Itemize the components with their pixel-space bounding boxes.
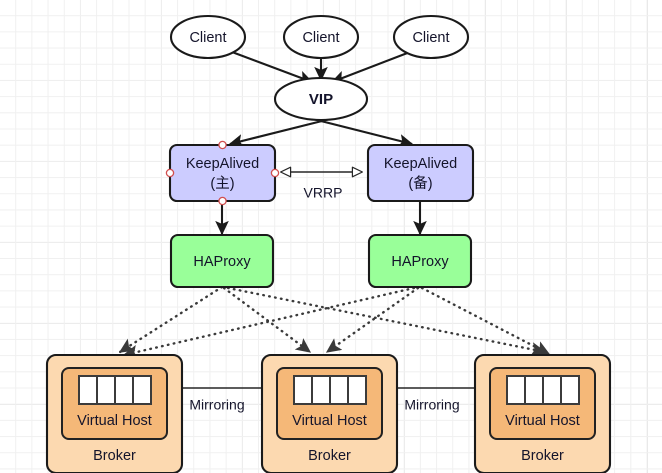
keepalived-master-label-line2: (主): [210, 175, 234, 192]
edge-vrrp: VRRP: [280, 166, 363, 201]
port-dot-keepalived-master-right[interactable]: [270, 168, 280, 178]
vip-label: VIP: [309, 91, 333, 108]
broker-3-virtual-host-label: Virtual Host: [505, 413, 580, 429]
client-2-label: Client: [302, 30, 339, 46]
edges-haproxy-to-brokers: [118, 285, 551, 359]
haproxy-right-label: HAProxy: [391, 254, 449, 270]
edges-mirroring: Mirroring Mirroring: [156, 382, 490, 413]
node-client-1[interactable]: Client: [169, 14, 247, 60]
node-client-2[interactable]: Client: [282, 14, 360, 60]
node-keepalived-master[interactable]: KeepAlived (主): [165, 140, 280, 206]
broker-1-label: Broker: [93, 448, 136, 464]
broker-1-queue-icon: [78, 375, 152, 405]
edge-label-mirroring-right: Mirroring: [404, 397, 459, 413]
edges-keepalived-to-haproxy: [215, 201, 427, 236]
broker-2-queue-icon: [293, 375, 367, 405]
broker-1-virtual-host-label: Virtual Host: [77, 413, 152, 429]
edge-haproxy-left-to-broker-1: [118, 285, 224, 354]
edge-haproxy-right-to-broker-1: [122, 286, 416, 359]
edges-vip-to-keepalived: [228, 115, 414, 148]
node-broker-2[interactable]: Virtual Host Broker: [260, 353, 399, 473]
edge-haproxy-right-to-broker-3: [420, 286, 551, 356]
port-dot-keepalived-master-top[interactable]: [218, 140, 227, 150]
client-3-label: Client: [412, 30, 449, 46]
node-client-3[interactable]: Client: [392, 14, 470, 60]
node-broker-3[interactable]: Virtual Host Broker: [473, 353, 612, 473]
edges-clients-to-vip: [231, 51, 411, 84]
keepalived-master-label-line1: KeepAlived: [186, 156, 259, 172]
node-vip[interactable]: VIP: [273, 76, 369, 122]
edge-haproxy-left-to-broker-2: [222, 286, 312, 354]
haproxy-left-label: HAProxy: [193, 254, 251, 270]
node-broker-1[interactable]: Virtual Host Broker: [45, 353, 184, 473]
port-dot-keepalived-master-left[interactable]: [165, 168, 175, 178]
broker-2-virtual-host-label: Virtual Host: [292, 413, 367, 429]
edge-haproxy-left-to-broker-3: [226, 286, 547, 357]
broker-3-queue-icon: [506, 375, 580, 405]
node-keepalived-backup[interactable]: KeepAlived (备): [366, 143, 475, 203]
edge-haproxy-right-to-broker-2: [325, 286, 420, 354]
keepalived-backup-label-line2: (备): [408, 175, 432, 192]
edge-client1-to-vip: [231, 51, 314, 84]
edge-client3-to-vip: [330, 51, 411, 84]
edge-vip-to-keepalived-backup: [304, 115, 414, 148]
edge-label-mirroring-left: Mirroring: [189, 397, 244, 413]
keepalived-backup-label-line1: KeepAlived: [384, 156, 457, 172]
edge-label-vrrp: VRRP: [304, 185, 343, 201]
broker-3-label: Broker: [521, 448, 564, 464]
client-1-label: Client: [189, 30, 226, 46]
broker-2-label: Broker: [308, 448, 351, 464]
node-haproxy-right[interactable]: HAProxy: [367, 233, 473, 289]
node-haproxy-left[interactable]: HAProxy: [169, 233, 275, 289]
port-dot-keepalived-master-bottom[interactable]: [218, 196, 227, 206]
